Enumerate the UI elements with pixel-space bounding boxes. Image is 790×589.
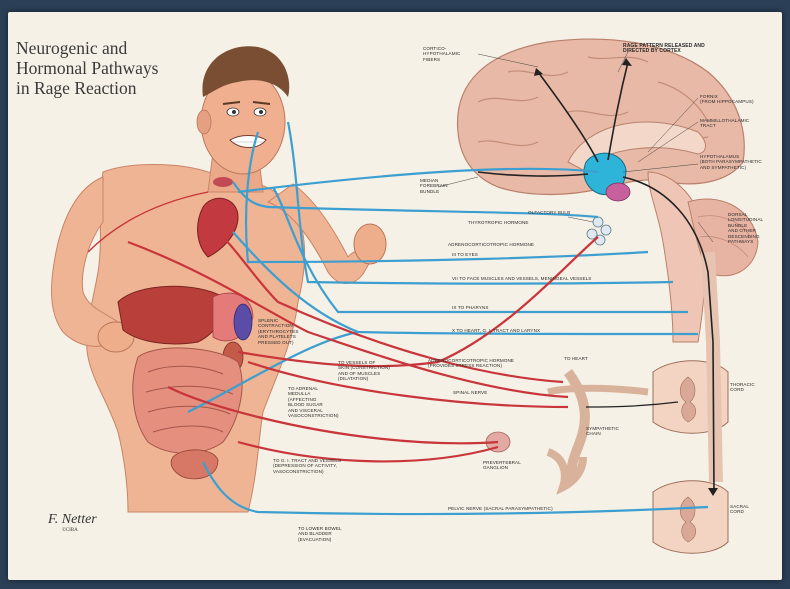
spleen	[234, 304, 252, 340]
artist-signature: F. Netter ©CIBA	[48, 512, 97, 533]
thyrotropic-cluster	[587, 217, 611, 245]
signature-mark: ©CIBA	[62, 528, 97, 533]
label-hypothalamus: HYPOTHALAMUS (BOTH PARASYMPATHETIC AND S…	[700, 154, 762, 170]
label-sacral-cord: SACRAL CORD	[730, 504, 749, 515]
label-thoracic-cord: THORACIC CORD	[730, 382, 755, 393]
spinal-nerve	[548, 388, 648, 392]
label-vessels-skin: TO VESSELS OF SKIN (CONSTRICTION) AND OF…	[338, 360, 390, 382]
ear	[197, 110, 211, 134]
label-prevertebral: PREVERTEBRAL GANGLION	[483, 460, 521, 471]
title-line-1: Neurogenic and	[16, 38, 186, 58]
label-lower-bowel: TO LOWER BOWEL AND BLADDER (EVACUATION)	[298, 526, 342, 542]
brainstem	[648, 172, 705, 342]
title-line-3: in Rage Reaction	[16, 78, 186, 98]
sacral-cord-section	[653, 481, 728, 554]
label-fornix: FORNIX (FROM HIPPOCAMPUS)	[700, 94, 754, 105]
label-cortico-hypothalamic: CORTICO- HYPOTHALAMIC FIBERS	[423, 46, 460, 62]
intestines	[133, 348, 242, 453]
label-to-pharynx: IX TO PHARYNX	[452, 305, 489, 310]
human-figure	[52, 46, 386, 512]
page-title: Neurogenic and Hormonal Pathways in Rage…	[16, 38, 186, 98]
label-olfactory-bulb: OLFACTORY BULB	[528, 210, 570, 215]
liver	[118, 286, 224, 344]
fist-right	[354, 224, 386, 264]
label-rage-pattern: RAGE PATTERN RELEASED AND DIRECTED BY CO…	[623, 44, 705, 55]
label-mammillothalamic: MAMMILLOTHALAMIC TRACT	[700, 118, 749, 129]
label-to-heart: TO HEART	[564, 356, 588, 361]
label-splenic: SPLENIC CONTRACTION (ERYTHROCYTES AND PL…	[258, 318, 299, 345]
pituitary	[606, 183, 630, 201]
label-to-eyes: III TO EYES	[452, 252, 478, 257]
label-median-forebrain: MEDIAN FOREBRAIN BUNDLE	[420, 178, 448, 194]
label-dorsal-longitudinal: DORSAL LONGITUDINAL BUNDLE AND OTHER DES…	[728, 212, 763, 244]
label-adrenal: TO ADRENAL MEDULLA (AFFECTING BLOOD SUGA…	[288, 386, 339, 418]
label-adrenocorticotropic-top: ADRENOCORTICOTROPIC HORMONE	[448, 242, 534, 247]
illustration-plate: Neurogenic and Hormonal Pathways in Rage…	[8, 12, 782, 580]
label-to-heart-gi: X TO HEART, G. I. TRACT AND LARYNX	[452, 328, 540, 333]
label-adrenocorticotropic-bottom: ADRENOCORTICOTROPIC HORMONE (PROVIDES ST…	[428, 358, 514, 369]
label-thyrotropic: THYROTROPIC HORMONE	[468, 220, 529, 225]
label-to-face: VII TO FACE MUSCLES AND VESSELS, MENINGE…	[452, 276, 591, 281]
thyroid	[213, 177, 233, 187]
label-spinal-nerve: SPINAL NERVE	[453, 390, 487, 395]
label-sympathetic-chain: SYMPATHETIC CHAIN	[586, 426, 619, 437]
title-line-2: Hormonal Pathways	[16, 58, 186, 78]
signature-name: F. Netter	[48, 512, 97, 527]
label-pelvic-nerve: PELVIC NERVE (SACRAL PARASYMPATHETIC)	[448, 506, 553, 511]
label-gi-tract: TO G. I. TRACT AND VESSELS (DEPRESSION O…	[273, 458, 341, 474]
